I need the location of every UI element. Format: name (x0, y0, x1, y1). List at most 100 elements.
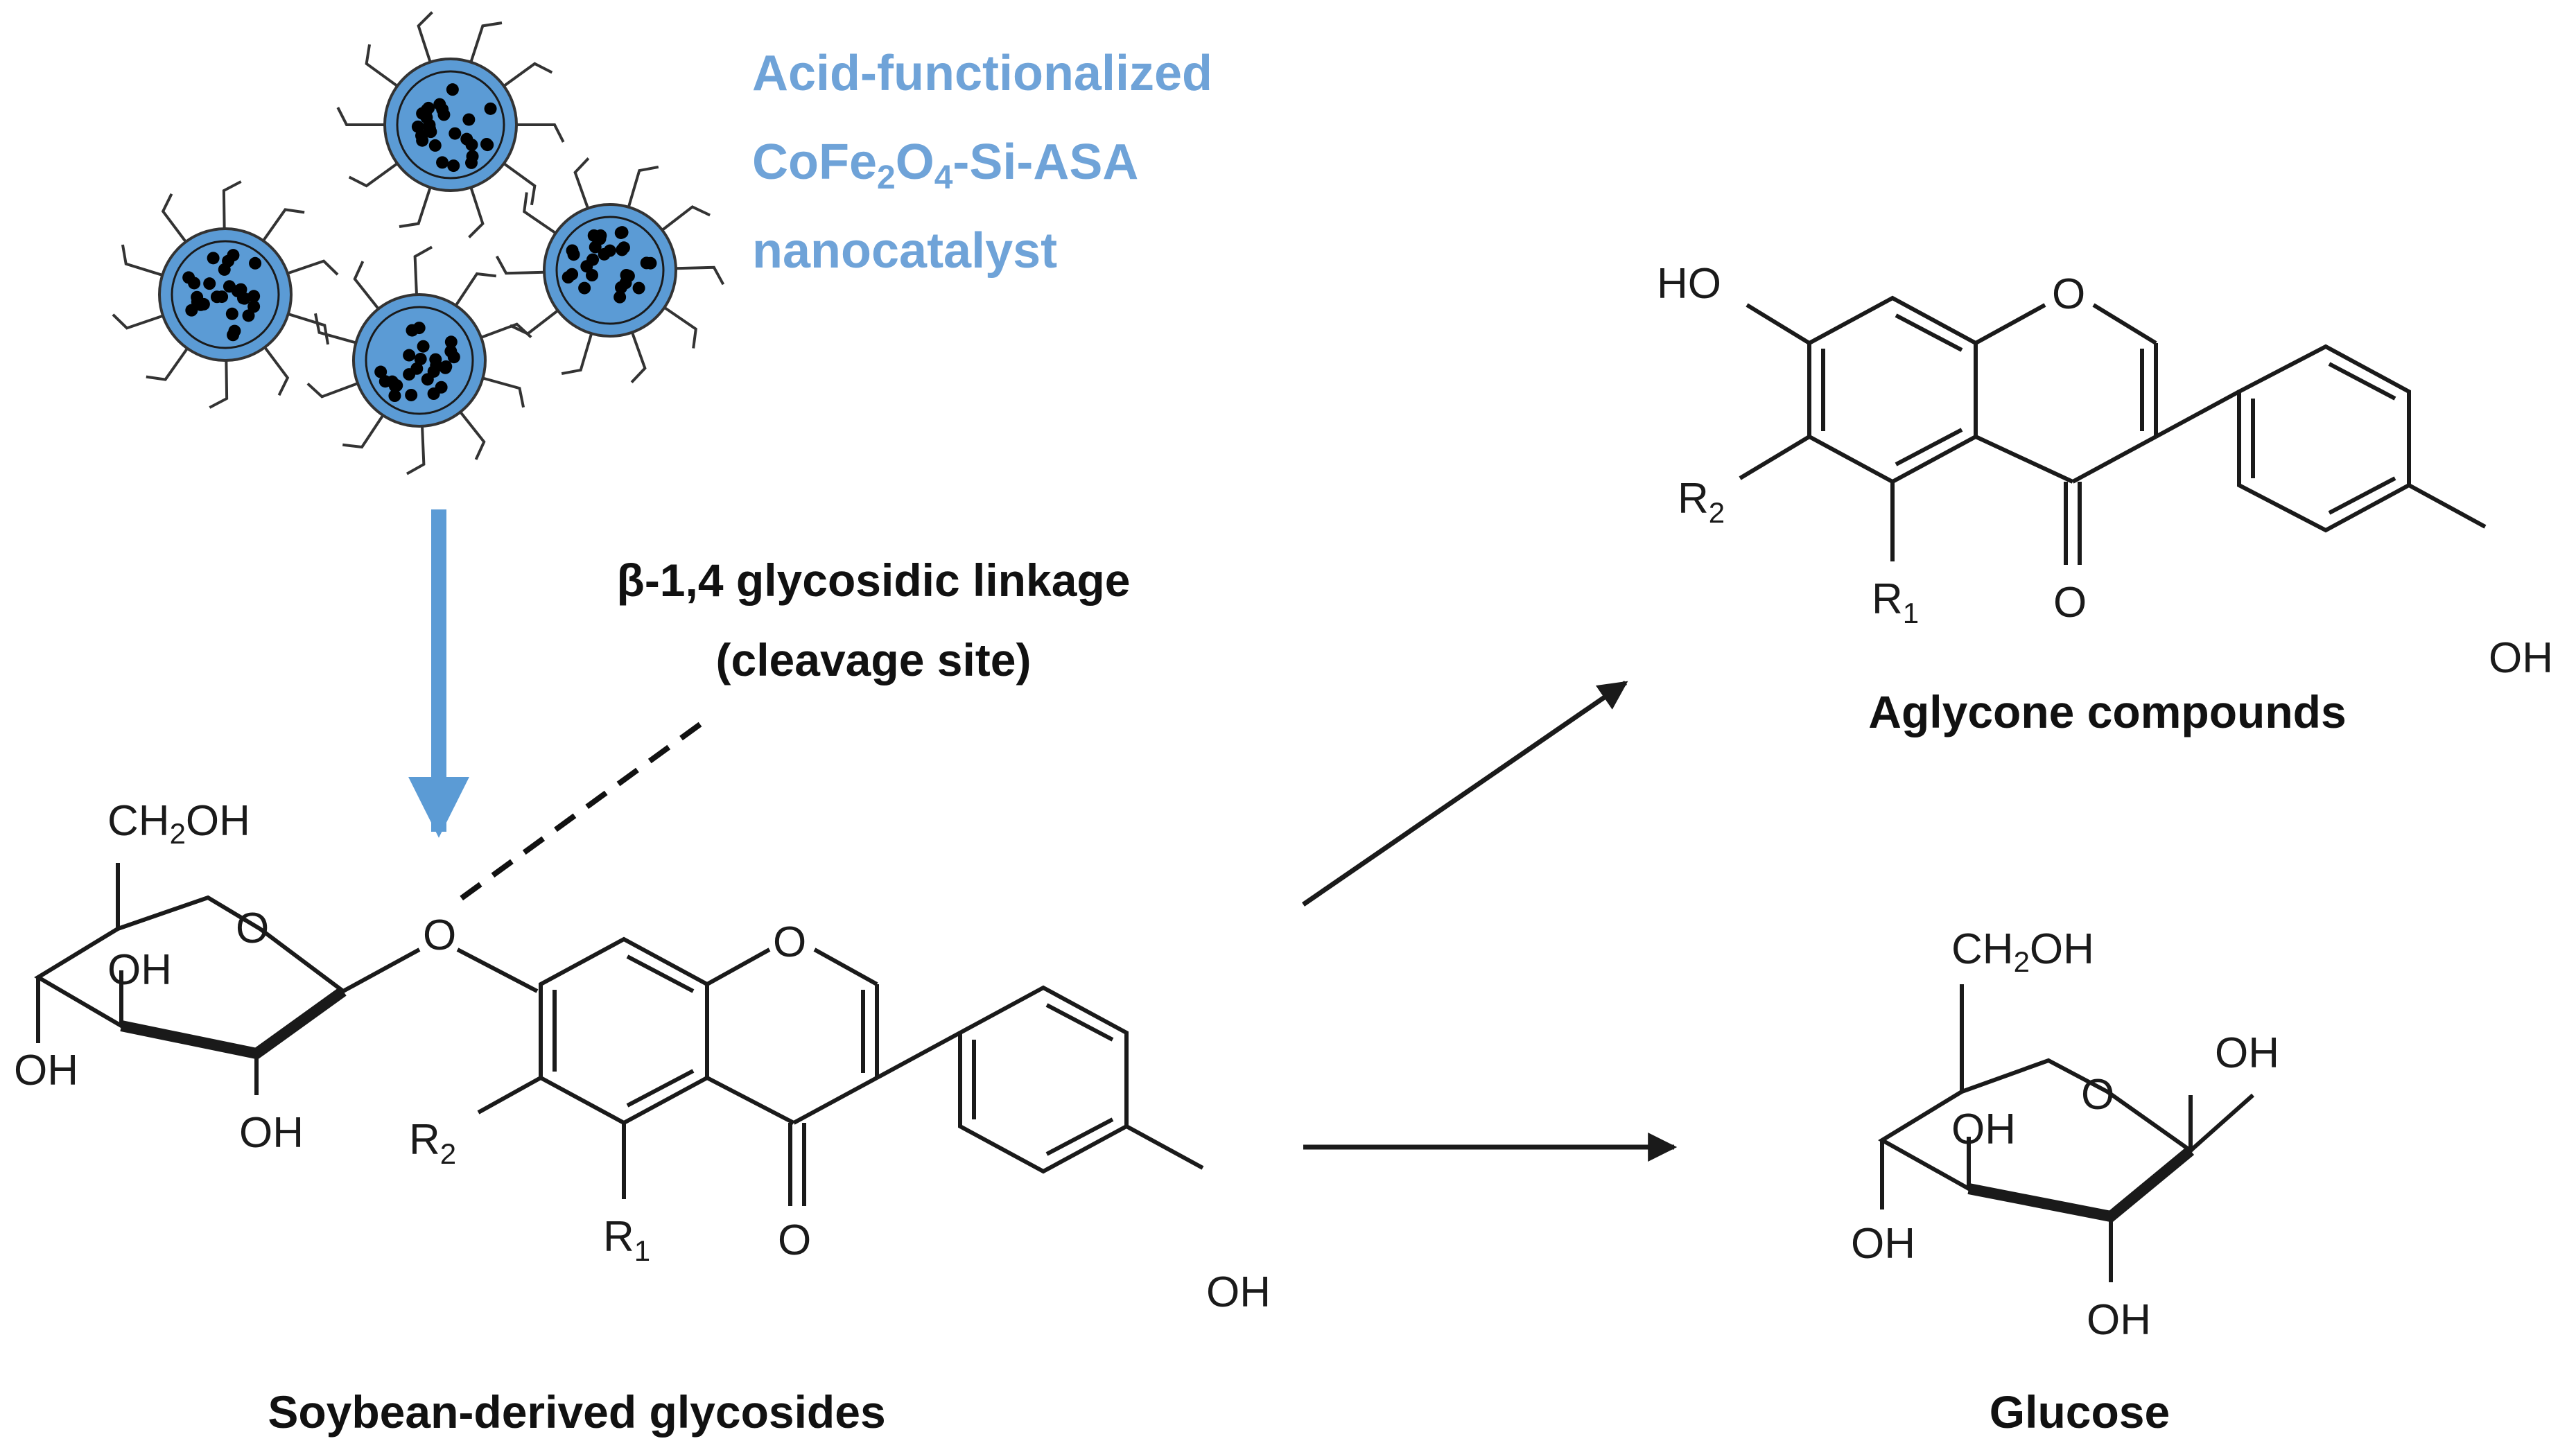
glycoside-b-ring-oh: OH (1206, 1268, 1271, 1316)
core-dot (586, 253, 600, 266)
core-dot (484, 102, 497, 115)
particle-core-outline (171, 240, 280, 349)
core-dot (223, 280, 236, 293)
core-dot (225, 307, 238, 320)
ligand-chain (306, 382, 358, 399)
glycoside-r1: R1 (603, 1213, 650, 1267)
core-dot (247, 290, 261, 303)
glucose-structure (1878, 984, 2254, 1282)
glycosidic-o: O (423, 911, 456, 959)
arrow-to-aglycone (1302, 681, 1628, 907)
core-dot (416, 134, 429, 147)
linkage-label: β-1,4 glycosidic linkage (cleavage site) (617, 554, 1131, 685)
linkage-label-line2: (cleavage site) (716, 634, 1032, 685)
core-dot (216, 290, 229, 304)
aglycone-ho: HO (1657, 260, 1721, 308)
core-dot (247, 300, 261, 313)
aglycone-r2: R2 (1678, 475, 1725, 529)
catalyst-label-line1: Acid-functionalized (752, 46, 1212, 101)
core-dot (632, 281, 645, 295)
aglycone-structure (1739, 295, 2487, 565)
core-dot (567, 248, 580, 261)
aglycone-atom-labels: HO O O R2 R1 OH (1657, 260, 2553, 682)
glucose-label: Glucose (1990, 1386, 2170, 1438)
core-dot (594, 229, 607, 242)
nanoparticle (306, 245, 532, 475)
core-dot (188, 277, 201, 290)
ligand-chain (663, 306, 697, 349)
core-dot (603, 244, 616, 257)
core-dot (423, 122, 436, 135)
ligand-chain (399, 186, 432, 229)
core-dot (249, 256, 262, 270)
core-dot (613, 290, 627, 304)
aglycone-r1: R1 (1872, 575, 1919, 629)
linkage-label-line1: β-1,4 glycosidic linkage (617, 554, 1131, 606)
particle-core-outline (365, 306, 474, 415)
ligand-chain (503, 162, 537, 206)
ligand-chain (353, 261, 380, 310)
ligand-chain (561, 333, 593, 376)
cleavage-dashed-line (455, 722, 702, 904)
core-dot (417, 340, 430, 353)
core-dot (191, 295, 204, 308)
core-dot (614, 226, 627, 239)
catalyst-label-line2: CoFe2O4-Si-ASA (752, 134, 1138, 196)
core-dot (446, 83, 459, 96)
particle-shell (543, 203, 677, 338)
core-dot (420, 111, 433, 124)
ligand-chain (121, 244, 163, 277)
ligand-chain (468, 186, 485, 238)
particle-shell (383, 58, 518, 192)
ligand-chain (336, 107, 385, 126)
core-dot (428, 139, 442, 152)
core-dot (447, 159, 460, 173)
glycoside-atom-labels: CH2OH O O OH OH OH O O R2 R1 OH (14, 797, 1271, 1316)
ligand-chain (516, 123, 565, 143)
core-dot (203, 277, 216, 290)
core-dot (427, 387, 440, 401)
core-dot (447, 351, 460, 364)
core-dot (462, 113, 476, 126)
glycosides-label: Soybean-derived glycosides (268, 1386, 885, 1438)
nanoparticle-group (112, 11, 725, 475)
ligand-chain (365, 44, 399, 87)
core-dot (227, 329, 240, 342)
core-dot (465, 138, 478, 151)
glycoside-oh-3: OH (239, 1109, 304, 1157)
ligand-chain (510, 309, 559, 335)
ligand-chain (627, 165, 659, 208)
ligand-chain (161, 193, 187, 243)
core-dot (429, 353, 442, 366)
glycoside-carbonyl-o: O (778, 1216, 811, 1264)
ligand-chain (630, 331, 647, 384)
core-dot (422, 101, 435, 114)
ligand-chain (523, 192, 557, 235)
glycoside-r2: R2 (409, 1116, 456, 1170)
core-dot (234, 283, 247, 296)
aglycone-label: Aglycone compounds (1868, 686, 2346, 737)
ligand-chain (348, 162, 399, 188)
core-dot (412, 322, 426, 335)
ligand-chain (661, 205, 711, 232)
ligand-chain (495, 255, 545, 275)
core-dot (436, 156, 449, 169)
glucose-oh-2: OH (1851, 1220, 1915, 1268)
core-dot (614, 281, 627, 294)
ligand-chain (459, 411, 486, 460)
core-dot (578, 281, 591, 295)
core-dot (414, 352, 427, 365)
core-dot (449, 127, 462, 140)
glucose-ring-o: O (2081, 1071, 2114, 1119)
particle-core-outline (396, 70, 505, 180)
glycoside-c-ring-o: O (773, 918, 806, 966)
ligand-chain (417, 11, 433, 63)
catalyst-label: Acid-functionalized CoFe2O4-Si-ASA nanoc… (752, 46, 1212, 279)
core-dot (389, 379, 402, 392)
core-dot (388, 390, 401, 403)
ligand-chain (573, 157, 590, 209)
ligand-chain (480, 322, 532, 339)
core-dot (640, 256, 653, 270)
glucose-oh-anomeric: OH (2215, 1029, 2279, 1077)
ligand-chain (413, 245, 433, 295)
